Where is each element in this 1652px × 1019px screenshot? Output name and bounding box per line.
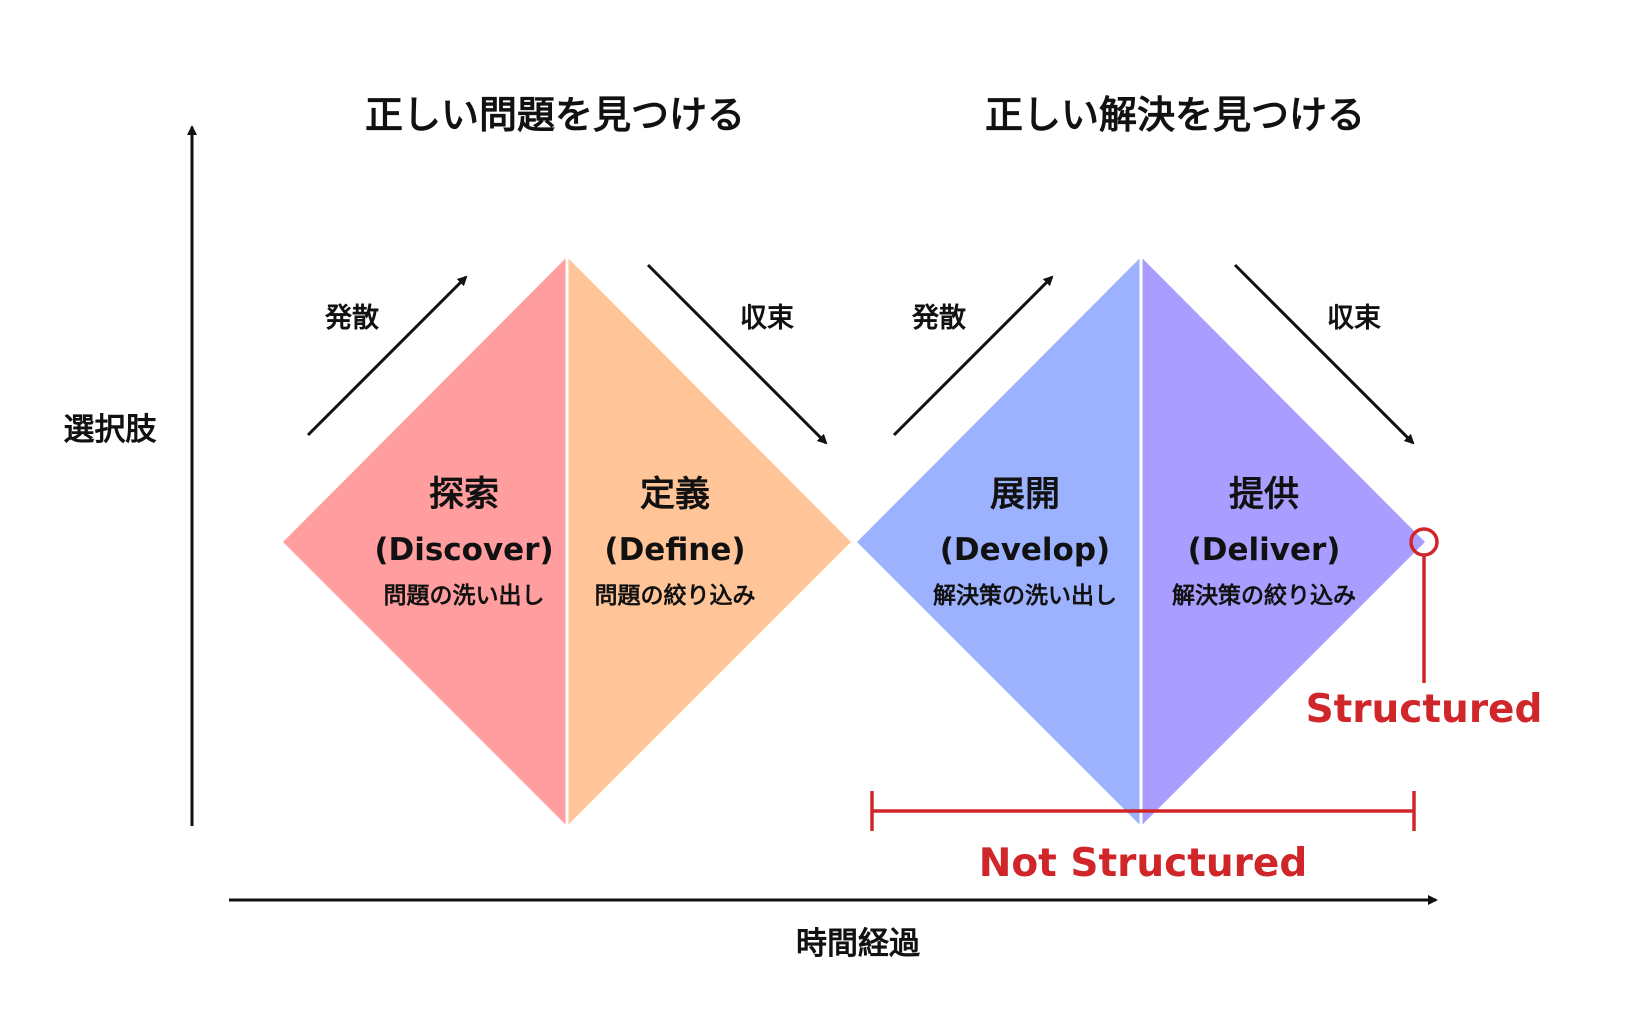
converge-arrow-1 (646, 263, 828, 445)
deliver-triangle (1141, 257, 1425, 826)
develop-triangle (857, 257, 1141, 826)
develop-english: (Develop) (940, 532, 1110, 568)
converge-label-2: 収束 (1327, 303, 1381, 334)
develop-desc: 解決策の洗い出し (933, 582, 1117, 609)
converge-label-1: 収束 (740, 303, 794, 334)
not-structured-label: Not Structured (979, 841, 1308, 886)
deliver-title: 提供 (1229, 475, 1299, 515)
diverge-label-2: 発散 (911, 303, 966, 334)
define-desc: 問題の絞り込み (595, 582, 756, 609)
heading-find-right-solution: 正しい解決を見つける (985, 93, 1365, 137)
y-axis-label: 選択肢 (64, 412, 158, 448)
structured-label: Structured (1306, 687, 1543, 732)
discover-title: 探索 (429, 475, 499, 515)
discover-desc: 問題の洗い出し (384, 583, 545, 609)
define-title: 定義 (640, 475, 710, 515)
develop-title: 展開 (990, 475, 1060, 515)
diverge-label-1: 発散 (324, 303, 379, 334)
define-english: (Define) (604, 532, 745, 568)
deliver-english: (Deliver) (1188, 532, 1341, 568)
discover-triangle (283, 257, 567, 826)
define-triangle (567, 257, 851, 826)
deliver-desc: 解決策の絞り込み (1172, 582, 1356, 609)
diverge-arrow-1 (306, 275, 468, 437)
diverge-arrow-2 (892, 275, 1054, 437)
converge-arrow-2 (1233, 263, 1415, 445)
x-axis-label: 時間経過 (796, 926, 921, 962)
heading-find-right-problem: 正しい問題を見つける (365, 93, 745, 137)
discover-english: (Discover) (374, 532, 553, 568)
